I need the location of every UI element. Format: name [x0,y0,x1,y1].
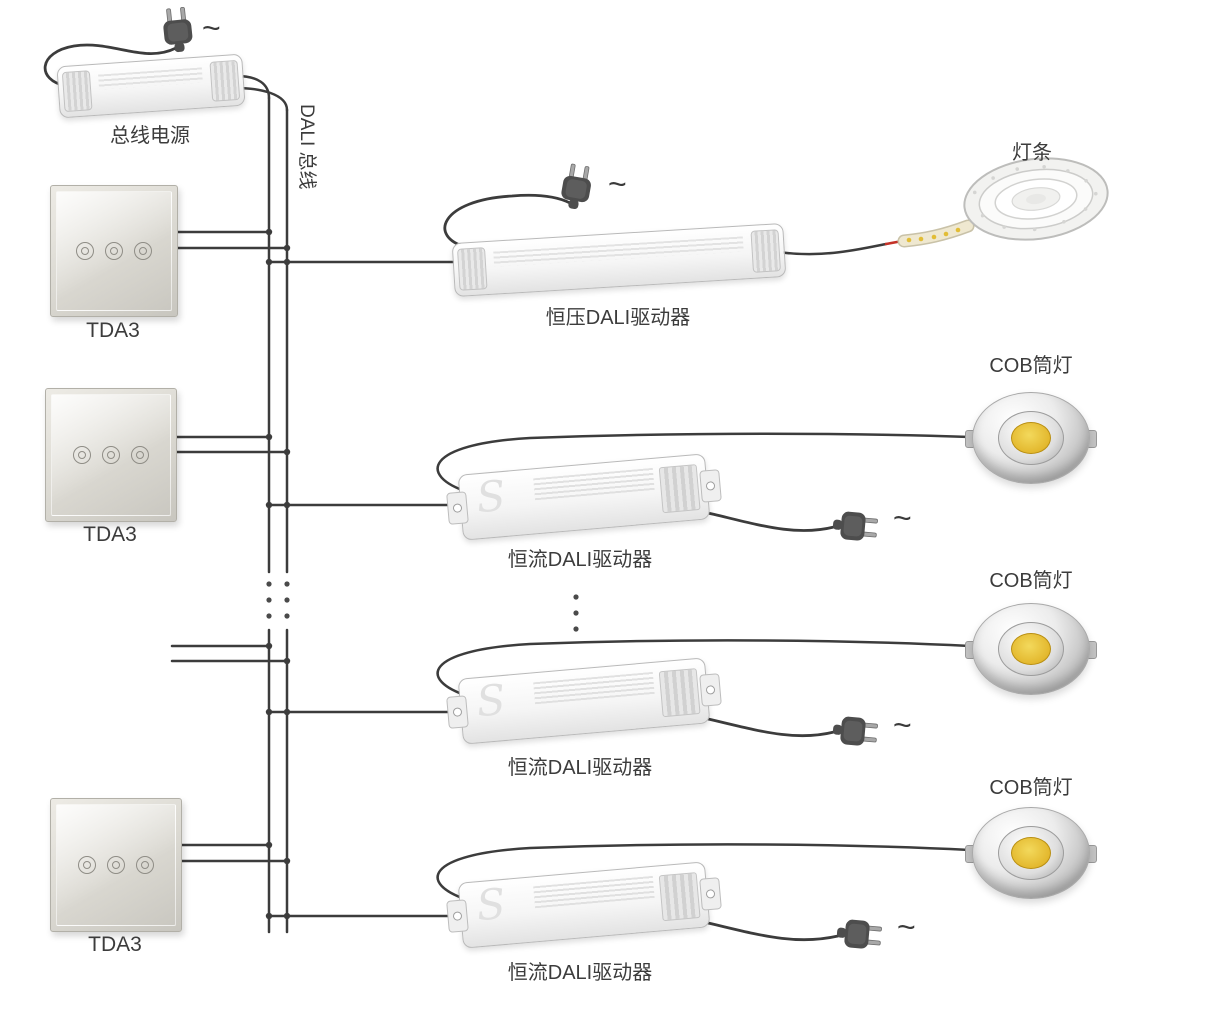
terminal-block [61,70,93,113]
touch-button-icon [102,446,120,464]
cob-chip [1011,422,1051,454]
tda3-panel-3 [50,798,182,932]
cob-label-3: COB筒灯 [989,777,1073,799]
ac-symbol: ~ [202,10,221,46]
mounting-tab [446,899,469,933]
panel-buttons [46,446,176,464]
tda3-label-3: TDA3 [88,933,142,956]
mounting-tab [699,469,722,503]
cob-downlight-3 [965,807,1097,899]
downlight-bezel [972,603,1090,695]
strip-feed-cable [776,238,910,256]
downlight-bezel [972,807,1090,899]
terminal-block [457,247,488,291]
cob-label-1: COB筒灯 [989,355,1073,377]
touch-button-icon [78,856,96,874]
panel-bus-stubs [170,230,289,863]
cc-driver-label-3: 恒流DALI驱动器 [507,962,653,984]
cob-downlight-1 [965,392,1097,484]
cc-driver-label-1: 恒流DALI驱动器 [507,549,653,571]
panel-buttons [51,856,181,874]
ac-symbol: ~ [893,707,912,743]
touch-button-icon [134,242,152,260]
terminal-block [658,872,701,922]
terminal-block [209,59,241,102]
led-strip-coil [897,157,1109,248]
dali-bus-label: DALI 总线 [296,104,317,190]
device-print [533,875,655,909]
downlight-bezel [972,392,1090,484]
touch-button-icon [76,242,94,260]
driver-logo: S [474,470,508,523]
ac-symbol: ~ [897,909,916,945]
cob-load-cables [436,432,972,902]
driver-bus-taps [267,260,476,918]
terminal-block [750,229,781,273]
downlight-reflector [998,826,1064,880]
ac-symbol: ~ [893,500,912,536]
touch-button-icon [105,242,123,260]
terminal-block [658,668,701,718]
terminal-block [658,464,701,514]
ac-symbol: ~ [608,166,627,202]
device-print [533,467,655,501]
bus-power-label: 总线电源 [110,125,190,147]
driver-logo: S [474,878,508,931]
continuation-dots [266,581,579,632]
cob-downlight-2 [965,603,1097,695]
junction-dots [265,228,291,920]
touch-button-icon [136,856,154,874]
plug-cc-driver-2 [831,714,879,748]
downlight-reflector [998,411,1064,465]
panel-buttons [51,242,177,260]
mounting-tab [446,491,469,525]
led-strip-label: 灯条 [1012,142,1052,164]
cc-driver-label-2: 恒流DALI驱动器 [507,757,653,779]
mounting-tab [699,673,722,707]
plug-cc-driver-1 [831,509,879,543]
downlight-reflector [998,622,1064,676]
tda3-panel-2 [45,388,177,522]
cv-driver-label: 恒压DALI驱动器 [545,307,691,329]
plug-cc-driver-3 [835,917,883,951]
mains-cables [43,43,840,942]
cob-label-2: COB筒灯 [989,570,1073,592]
mounting-tab [699,877,722,911]
tda3-label-2: TDA3 [83,523,137,546]
device-print [98,67,203,90]
tda3-label-1: TDA3 [86,319,140,342]
cob-chip [1011,837,1051,869]
mounting-tab [446,695,469,729]
plug-bus-power [160,6,195,54]
tda3-panel-1 [50,185,178,317]
device-print [533,671,655,705]
touch-button-icon [131,446,149,464]
touch-button-icon [107,856,125,874]
device-print [493,236,744,267]
driver-logo: S [474,674,508,727]
touch-button-icon [73,446,91,464]
plug-cv-driver [558,162,595,212]
cob-chip [1011,633,1051,665]
